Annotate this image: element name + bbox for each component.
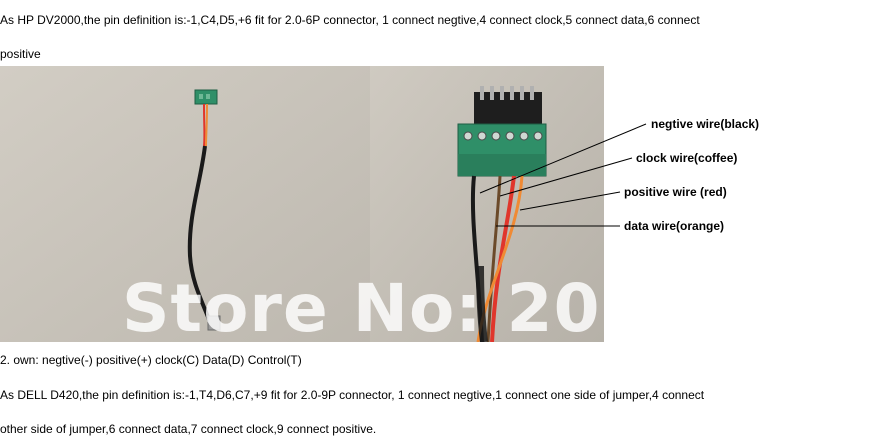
callout-clock-wire: clock wire(coffee)	[636, 151, 738, 165]
connector-closeup-photo	[370, 66, 604, 342]
hp-description-line-2: positive	[0, 47, 41, 61]
dell-description-line-2: other side of jumper,6 connect data,7 co…	[0, 422, 377, 436]
dell-description-line-1: As DELL D420,the pin definition is:-1,T4…	[0, 388, 705, 402]
wire-coffee	[486, 175, 502, 342]
pin-header	[474, 86, 542, 126]
connector-small	[194, 89, 218, 105]
callout-negative-wire: negtive wire(black)	[651, 117, 760, 131]
color-code-legend: 2. own: negtive(-) positive(+) clock(C) …	[0, 353, 302, 367]
store-watermark: Store No: 203	[122, 270, 604, 342]
callout-positive-wire: positive wire (red)	[624, 185, 727, 199]
callout-data-wire: data wire(orange)	[624, 219, 725, 233]
screw-terminal	[457, 123, 547, 177]
cable-photo	[0, 66, 370, 342]
photo-strip	[0, 66, 604, 342]
hp-description-line-1: As HP DV2000,the pin definition is:-1,C4…	[0, 13, 700, 27]
